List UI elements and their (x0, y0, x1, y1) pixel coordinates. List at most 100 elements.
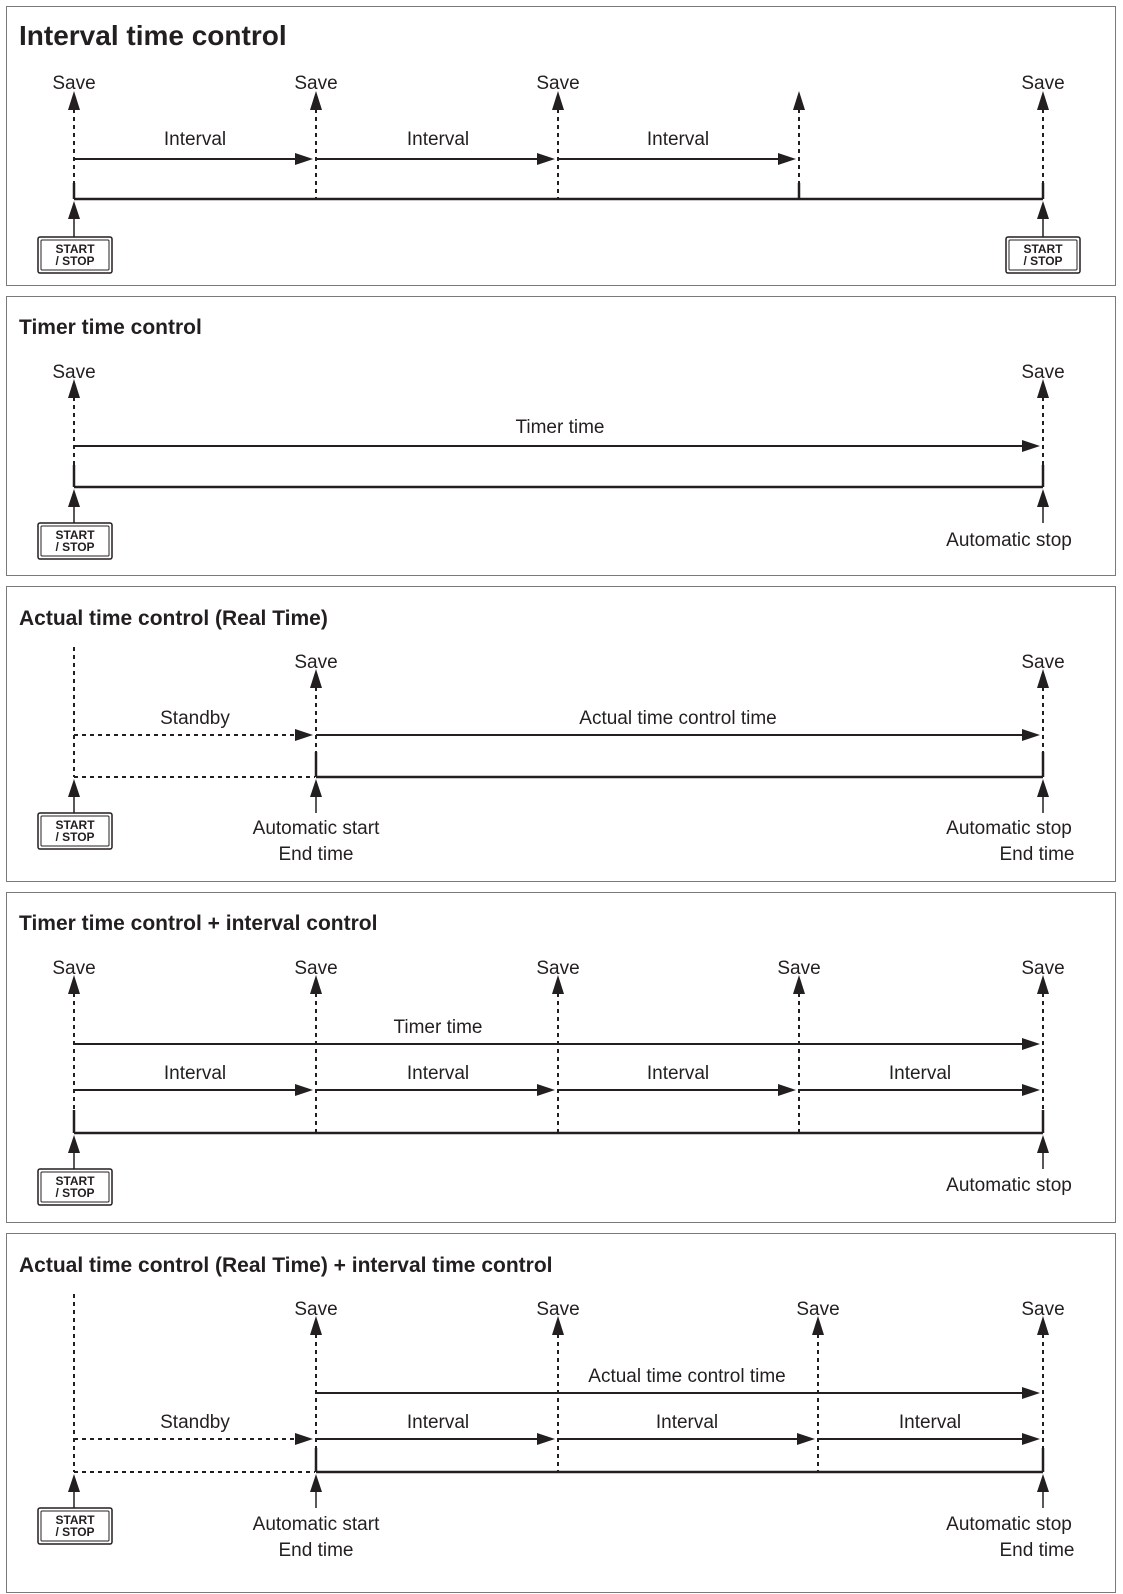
up-arrow-icon (1037, 975, 1049, 994)
right-arrow-icon (537, 153, 555, 165)
standby-arrow: Standby (74, 1412, 313, 1445)
save-label: Save (294, 958, 337, 979)
interval-label: Interval (889, 1063, 951, 1084)
up-arrow-icon (812, 1316, 824, 1335)
interval-arrow: Interval (74, 1063, 313, 1096)
standby-arrow: Standby (74, 708, 313, 741)
button-text-line1: START (55, 1174, 95, 1188)
start-stop-button: START / STOP (1005, 201, 1081, 274)
start-stop-button: START / STOP (37, 201, 113, 274)
up-arrow-icon (310, 669, 322, 688)
panel-actual-time-control: Actual time control (Real Time) Save Sav… (6, 586, 1116, 882)
save-marker: Save (1021, 958, 1065, 1110)
save-marker: Save (1021, 1299, 1065, 1448)
button-text-line1: START (55, 528, 95, 542)
save-marker: Save (796, 1299, 840, 1472)
up-arrow-icon (793, 91, 805, 110)
interval-label: Interval (647, 1063, 709, 1084)
button-text-line2: / STOP (55, 1525, 94, 1539)
save-marker: Save (536, 73, 580, 199)
save-label: Save (536, 1299, 579, 1320)
panel-title: Interval time control (19, 20, 287, 51)
save-marker: Save (536, 958, 580, 1133)
up-arrow-icon (68, 779, 80, 797)
panel-timer-plus-interval: Timer time control + interval control Sa… (6, 892, 1116, 1223)
right-arrow-icon (295, 1433, 313, 1445)
start-stop-button: START / STOP (37, 779, 113, 850)
button-text-line1: START (1023, 242, 1063, 256)
interval-arrow: Interval (558, 129, 796, 165)
up-arrow-icon (1037, 1135, 1049, 1153)
button-text-line2: / STOP (55, 1186, 94, 1200)
save-marker: Save (52, 362, 96, 465)
up-arrow-icon (310, 975, 322, 994)
panel-actual-time-plus-interval: Actual time control (Real Time) + interv… (6, 1233, 1116, 1593)
end-time-label: End time (1000, 1540, 1075, 1561)
timer-time-label: Timer time (515, 417, 604, 438)
save-label: Save (777, 958, 820, 979)
up-arrow-icon (552, 91, 564, 110)
up-arrow-icon (68, 975, 80, 994)
up-arrow-icon (68, 1135, 80, 1153)
timer-time-arrow: Timer time (74, 417, 1040, 452)
actual-time-label: Actual time control time (579, 708, 776, 729)
up-arrow-icon (68, 91, 80, 110)
diagram-interval-time-control: Interval time control Save Save Save (19, 20, 1081, 274)
interval-label: Interval (407, 1063, 469, 1084)
save-label: Save (52, 73, 95, 94)
up-arrow-icon (552, 1316, 564, 1335)
right-arrow-icon (1022, 1387, 1040, 1399)
up-arrow-icon (552, 975, 564, 994)
button-text-line2: / STOP (55, 540, 94, 554)
up-arrow-icon (310, 1474, 322, 1492)
interval-label: Interval (164, 129, 226, 150)
diagram-actual-time-plus-interval: Actual time control (Real Time) + interv… (19, 1254, 1074, 1561)
timer-time-arrow: Timer time (74, 1017, 1040, 1050)
save-marker: Save (294, 958, 338, 1133)
start-stop-button: START / STOP (37, 1474, 113, 1545)
actual-time-arrow: Actual time control time (316, 708, 1040, 741)
up-arrow-icon (68, 201, 80, 219)
up-arrow-icon (310, 1316, 322, 1335)
save-label: Save (52, 362, 95, 383)
interval-arrow: Interval (558, 1412, 815, 1445)
automatic-start-label: Automatic start (253, 818, 380, 839)
actual-time-label: Actual time control time (588, 1366, 785, 1387)
diagram-timer-plus-interval: Timer time control + interval control Sa… (19, 912, 1072, 1206)
save-marker: Save (294, 73, 338, 199)
save-marker: Save (52, 73, 96, 183)
up-arrow-icon (1037, 489, 1049, 507)
right-arrow-icon (1022, 1038, 1040, 1050)
right-arrow-icon (295, 729, 313, 741)
actual-time-arrow: Actual time control time (316, 1366, 1040, 1399)
save-marker: Save (52, 958, 96, 1110)
interval-arrow: Interval (316, 1063, 555, 1096)
right-arrow-icon (1022, 1433, 1040, 1445)
panel-interval-time-control: Interval time control Save Save Save (6, 6, 1116, 286)
end-time-label: End time (279, 844, 354, 865)
up-arrow-icon (1037, 1474, 1049, 1492)
up-arrow-icon (793, 975, 805, 994)
interval-label: Interval (164, 1063, 226, 1084)
panel-title: Actual time control (Real Time) (19, 607, 328, 630)
end-time-label: End time (279, 1540, 354, 1561)
start-stop-button: START / STOP (37, 489, 113, 560)
automatic-stop-label: Automatic stop (946, 818, 1072, 839)
right-arrow-icon (797, 1433, 815, 1445)
interval-label: Interval (407, 1412, 469, 1433)
standby-label: Standby (160, 1412, 230, 1433)
right-arrow-icon (537, 1084, 555, 1096)
automatic-stop-label: Automatic stop (946, 530, 1072, 551)
save-marker: Save (1021, 73, 1065, 183)
start-stop-button: START / STOP (37, 1135, 113, 1206)
interval-label: Interval (656, 1412, 718, 1433)
up-arrow-icon (310, 779, 322, 797)
save-label: Save (796, 1299, 839, 1320)
interval-arrow: Interval (316, 129, 555, 165)
up-arrow-icon (1037, 201, 1049, 219)
up-arrow-icon (68, 379, 80, 398)
automatic-stop-marker: Automatic stop (946, 1135, 1072, 1196)
automatic-stop-marker: Automatic stop End time (946, 1474, 1074, 1561)
automatic-start-marker: Automatic start End time (253, 779, 380, 865)
right-arrow-icon (1022, 440, 1040, 452)
